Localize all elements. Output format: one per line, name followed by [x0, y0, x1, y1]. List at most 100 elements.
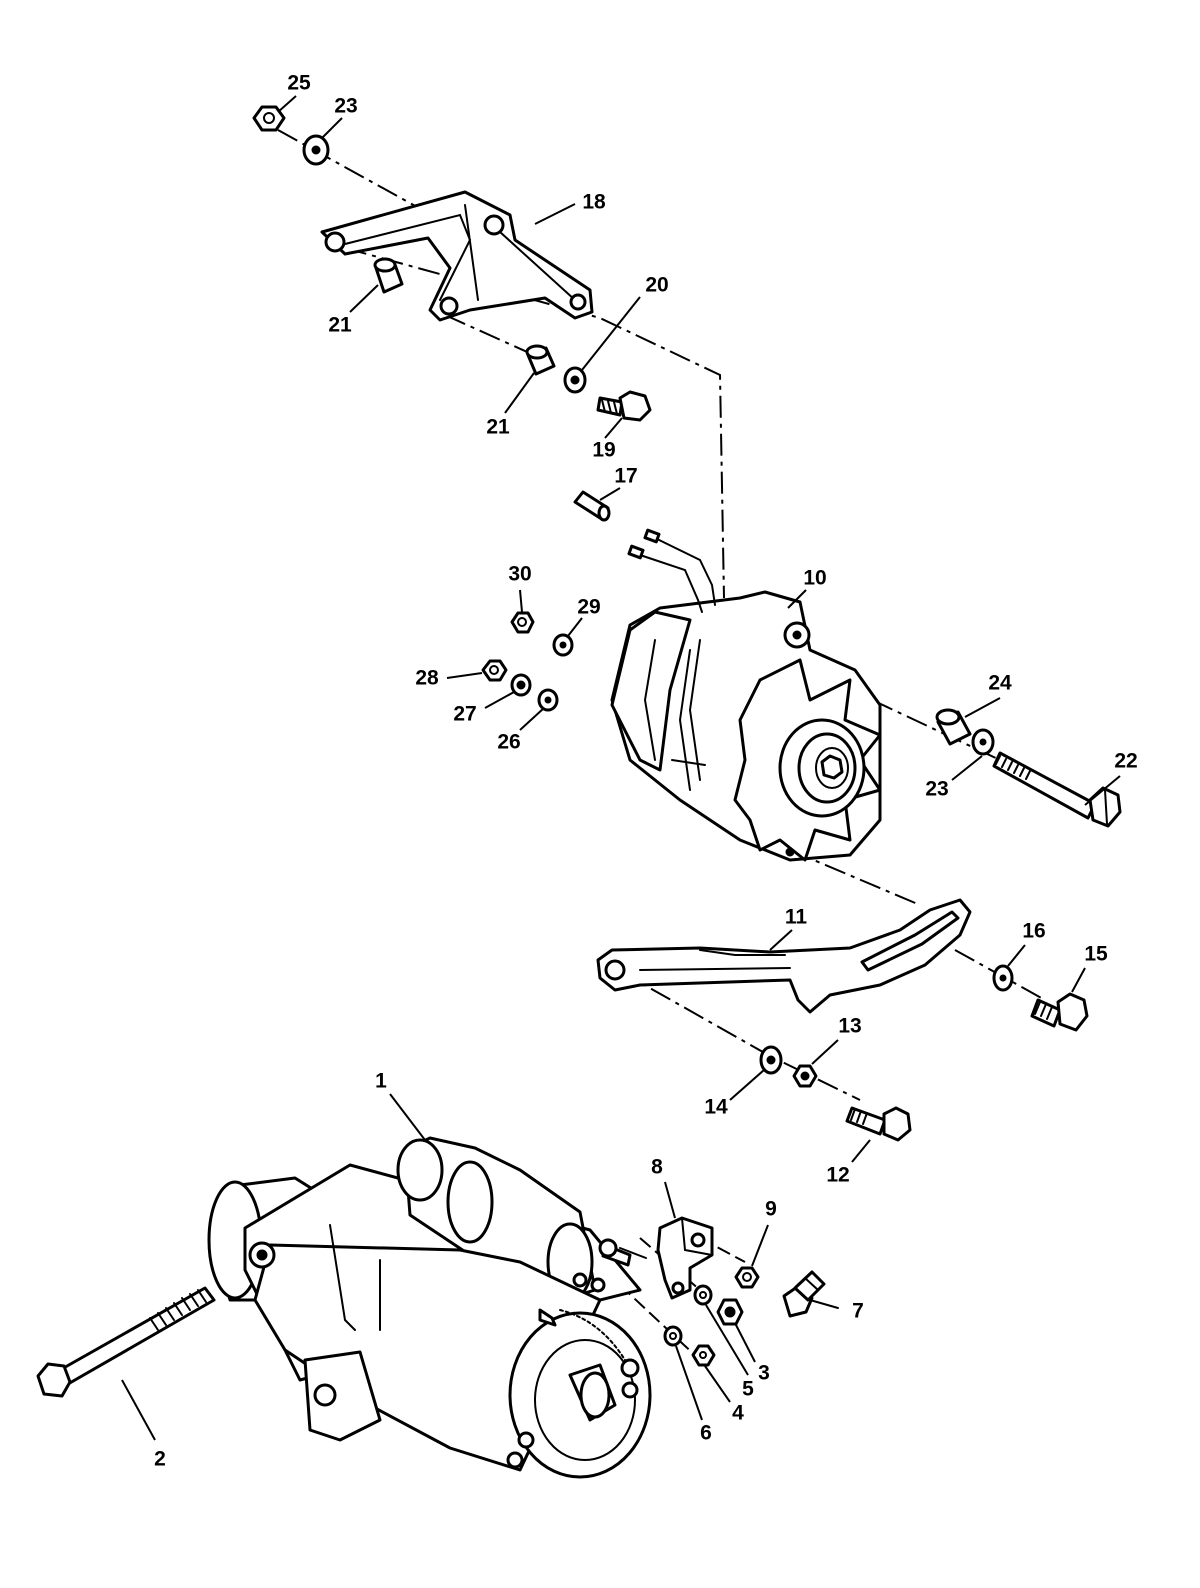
- washer-20[interactable]: [563, 366, 587, 394]
- callout-9: 9: [765, 1198, 777, 1221]
- callout-2: 2: [154, 1448, 166, 1471]
- callout-11: 11: [785, 906, 808, 929]
- washer-26[interactable]: [537, 688, 559, 712]
- callout-28: 28: [415, 667, 439, 690]
- washer-5[interactable]: [693, 1284, 713, 1306]
- washer-29[interactable]: [552, 633, 574, 657]
- leader-10: [787, 589, 807, 609]
- mounting-bracket-18[interactable]: [320, 190, 594, 322]
- solenoid-bracket-8[interactable]: [656, 1216, 714, 1300]
- leader-14: [729, 1069, 765, 1101]
- callout-25: 25: [287, 72, 311, 95]
- leader-19: [604, 417, 623, 439]
- callout-10: 10: [803, 567, 826, 590]
- leader-18: [534, 203, 576, 225]
- leader-4: [704, 1365, 731, 1403]
- nut-4[interactable]: [691, 1344, 716, 1367]
- leader-5: [705, 1304, 749, 1376]
- leader-28: [446, 672, 483, 679]
- starter-motor-1[interactable]: [207, 1136, 652, 1479]
- washer-14[interactable]: [759, 1045, 783, 1075]
- leader-6: [675, 1345, 703, 1421]
- callout-3: 3: [758, 1362, 770, 1385]
- leader-21-upper: [349, 284, 379, 313]
- washer-16[interactable]: [992, 964, 1014, 992]
- callout-16: 16: [1022, 920, 1045, 943]
- leader-24: [964, 697, 1001, 718]
- leader-lines: [121, 95, 1121, 1441]
- centerline-starter-nut: [619, 1284, 701, 1361]
- washer-23-right[interactable]: [971, 728, 995, 756]
- leader-2: [121, 1379, 156, 1441]
- leader-17: [599, 487, 621, 501]
- leader-9: [751, 1224, 769, 1267]
- callout-19: 19: [592, 439, 615, 462]
- callout-15: 15: [1084, 943, 1108, 966]
- spacer-21-upper[interactable]: [373, 257, 404, 294]
- nut-13[interactable]: [792, 1064, 818, 1088]
- callout-12: 12: [826, 1164, 849, 1187]
- nut-25[interactable]: [252, 105, 286, 132]
- callout-5: 5: [742, 1378, 754, 1401]
- nut-3[interactable]: [716, 1298, 744, 1326]
- leader-23-top: [321, 117, 343, 139]
- leader-13: [811, 1039, 839, 1065]
- leader-8: [664, 1181, 676, 1219]
- callout-13: 13: [838, 1015, 861, 1038]
- callout-1: 1: [375, 1070, 387, 1093]
- leader-1: [389, 1093, 426, 1141]
- callout-14: 14: [704, 1096, 728, 1119]
- callout-20: 20: [645, 274, 668, 297]
- bolt-19[interactable]: [596, 390, 652, 422]
- leader-20: [581, 296, 641, 371]
- leader-23-right: [951, 755, 983, 781]
- bolt-12[interactable]: [845, 1106, 912, 1142]
- callout-8: 8: [651, 1156, 663, 1179]
- spacer-24[interactable]: [935, 708, 972, 746]
- callout-21-lower: 21: [486, 416, 510, 439]
- pin-17[interactable]: [573, 490, 611, 522]
- leader-27: [484, 691, 515, 709]
- callout-18: 18: [582, 191, 606, 214]
- leader-26: [519, 707, 545, 731]
- leader-15: [1071, 967, 1086, 993]
- callout-27: 27: [453, 703, 476, 726]
- leader-11: [769, 929, 793, 951]
- callout-7: 7: [852, 1300, 864, 1323]
- nut-30[interactable]: [510, 611, 535, 634]
- callout-23-top: 23: [334, 95, 357, 118]
- washer-23-top[interactable]: [302, 134, 330, 166]
- callout-30: 30: [508, 563, 531, 586]
- callout-22: 22: [1114, 750, 1137, 773]
- callout-labels: 25 23 18 21 20 21 19 17 30 10 29 28 24 2…: [154, 72, 1138, 1471]
- bolt-22[interactable]: [992, 751, 1122, 828]
- centerline-adjust-arm: [789, 849, 921, 906]
- leader-30: [519, 589, 523, 613]
- nut-9[interactable]: [734, 1266, 760, 1289]
- callout-23-right: 23: [925, 778, 948, 801]
- alternator-10[interactable]: [610, 528, 882, 862]
- callout-4: 4: [732, 1402, 744, 1425]
- leader-29: [567, 617, 583, 637]
- callout-24: 24: [988, 672, 1012, 695]
- adjustment-arm-11[interactable]: [596, 898, 972, 1014]
- terminal-boot-7[interactable]: [782, 1270, 839, 1318]
- callout-26: 26: [497, 731, 520, 754]
- leader-3: [735, 1324, 756, 1363]
- callout-29: 29: [577, 596, 600, 619]
- leader-16: [1007, 944, 1026, 967]
- centerline-arm-lower: [617, 969, 861, 1101]
- washer-6[interactable]: [663, 1325, 683, 1347]
- nut-28[interactable]: [481, 659, 508, 682]
- callout-17: 17: [614, 465, 637, 488]
- leader-12: [851, 1139, 871, 1163]
- bolt-15[interactable]: [1030, 992, 1089, 1032]
- leader-25: [277, 95, 297, 113]
- callout-6: 6: [700, 1422, 712, 1445]
- washer-27[interactable]: [510, 673, 532, 697]
- long-bolt-2[interactable]: [36, 1286, 216, 1398]
- callout-21-upper: 21: [328, 314, 352, 337]
- leader-21-lower: [504, 372, 535, 414]
- spacer-21-lower[interactable]: [525, 344, 556, 376]
